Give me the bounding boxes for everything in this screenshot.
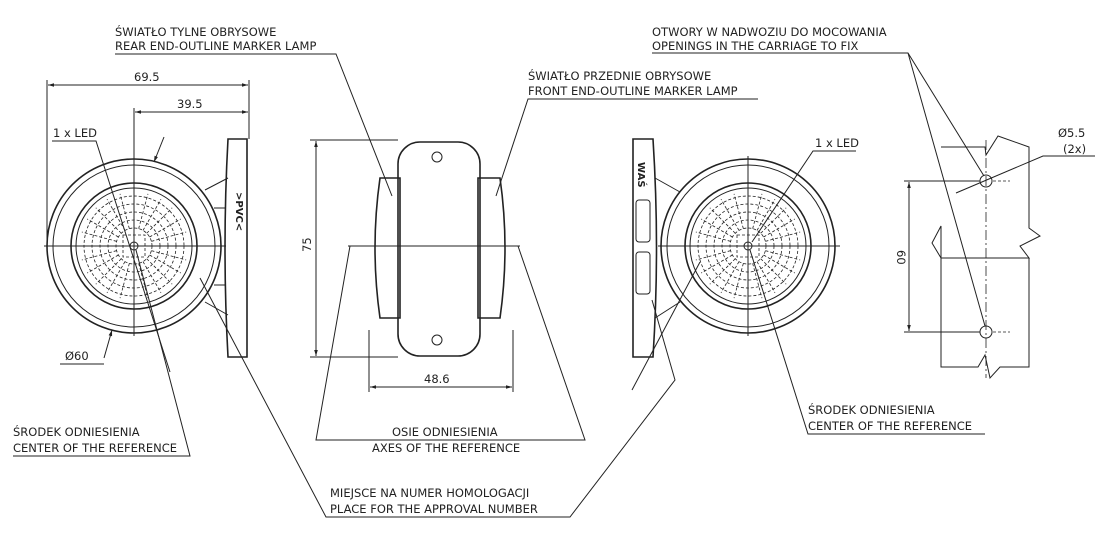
rear-lamp-view: >PVC<: [44, 138, 248, 358]
led-label-left: 1 x LED: [53, 126, 97, 140]
lamp-face: [658, 156, 840, 336]
openings-label-en: OPENINGS IN THE CARRIAGE TO FIX: [652, 39, 858, 53]
openings-leader: [652, 52, 986, 327]
led-leader-right: [751, 150, 856, 243]
offset-width-dimension: 39.5: [177, 97, 203, 111]
front-lamp-view: WAŚ: [632, 138, 840, 358]
lamp-body: [397, 141, 481, 357]
hole-spacing-dimension: 60: [894, 250, 908, 265]
center-leader-right: [749, 249, 985, 435]
rear-lamp-label-pl: ŚWIATŁO TYLNE OBRYSOWE: [115, 24, 276, 39]
approval-leader: [199, 277, 676, 518]
front-lamp-label-pl: ŚWIATŁO PRZEDNIE OBRYSOWE: [528, 68, 711, 83]
rear-lens: [374, 177, 401, 319]
center-label-en-left: CENTER OF THE REFERENCE: [13, 441, 177, 455]
center-leader-left: [13, 249, 191, 457]
mounting-base-right: [632, 138, 658, 358]
mount-hole-top: [431, 151, 443, 163]
center-label-pl-left: ŚRODEK ODNIESIENIA: [13, 424, 140, 439]
front-lens: [477, 177, 506, 319]
axes-label-pl: OSIE ODNIESIENIA: [392, 425, 498, 439]
front-lamp-leader: [495, 98, 758, 197]
base-ribs: [654, 177, 681, 319]
hole-diameter: Ø5.5: [1058, 126, 1085, 140]
center-label-pl-right: ŚRODEK ODNIESIENIA: [808, 402, 935, 417]
openings-label-pl: OTWORY W NADWOZIU DO MOCOWANIA: [652, 25, 887, 39]
center-label-en-right: CENTER OF THE REFERENCE: [808, 419, 972, 433]
hole-diameter-leader: [955, 155, 1095, 194]
hole-count: (2x): [1063, 142, 1086, 156]
carriage-panel-lower: [940, 258, 1030, 380]
axes-leader: [315, 245, 586, 441]
mounting-holes-view: 60 Ø5.5 (2x): [894, 126, 1095, 380]
approval-leader-right: [631, 261, 701, 391]
was-marking: WAŚ: [635, 162, 648, 188]
lamp-face: [44, 156, 226, 336]
mount-hole-bottom: [431, 334, 443, 346]
led-leader-left: [52, 140, 171, 373]
approval-number-slot: [635, 251, 651, 295]
diameter-dimension: Ø60: [65, 349, 89, 363]
height-dimension: 75: [300, 237, 314, 252]
approval-number-slot: [635, 199, 651, 243]
rear-lamp-leader: [115, 53, 393, 197]
pvc-marking: >PVC<: [233, 192, 244, 231]
side-view: 75 48.6: [300, 139, 520, 392]
total-width-dimension: 69.5: [134, 70, 160, 84]
mounting-base-left: [224, 138, 248, 358]
approval-label-pl: MIEJSCE NA NUMER HOMOLOGACJI: [330, 486, 529, 500]
rear-lamp-label-en: REAR END-OUTLINE MARKER LAMP: [115, 39, 316, 53]
axes-label-en: AXES OF THE REFERENCE: [372, 441, 520, 455]
depth-dimension: 48.6: [424, 372, 450, 386]
led-label-right: 1 x LED: [815, 136, 859, 150]
approval-label-en: PLACE FOR THE APPROVAL NUMBER: [330, 502, 538, 516]
front-lamp-label-en: FRONT END-OUTLINE MARKER LAMP: [528, 84, 738, 98]
